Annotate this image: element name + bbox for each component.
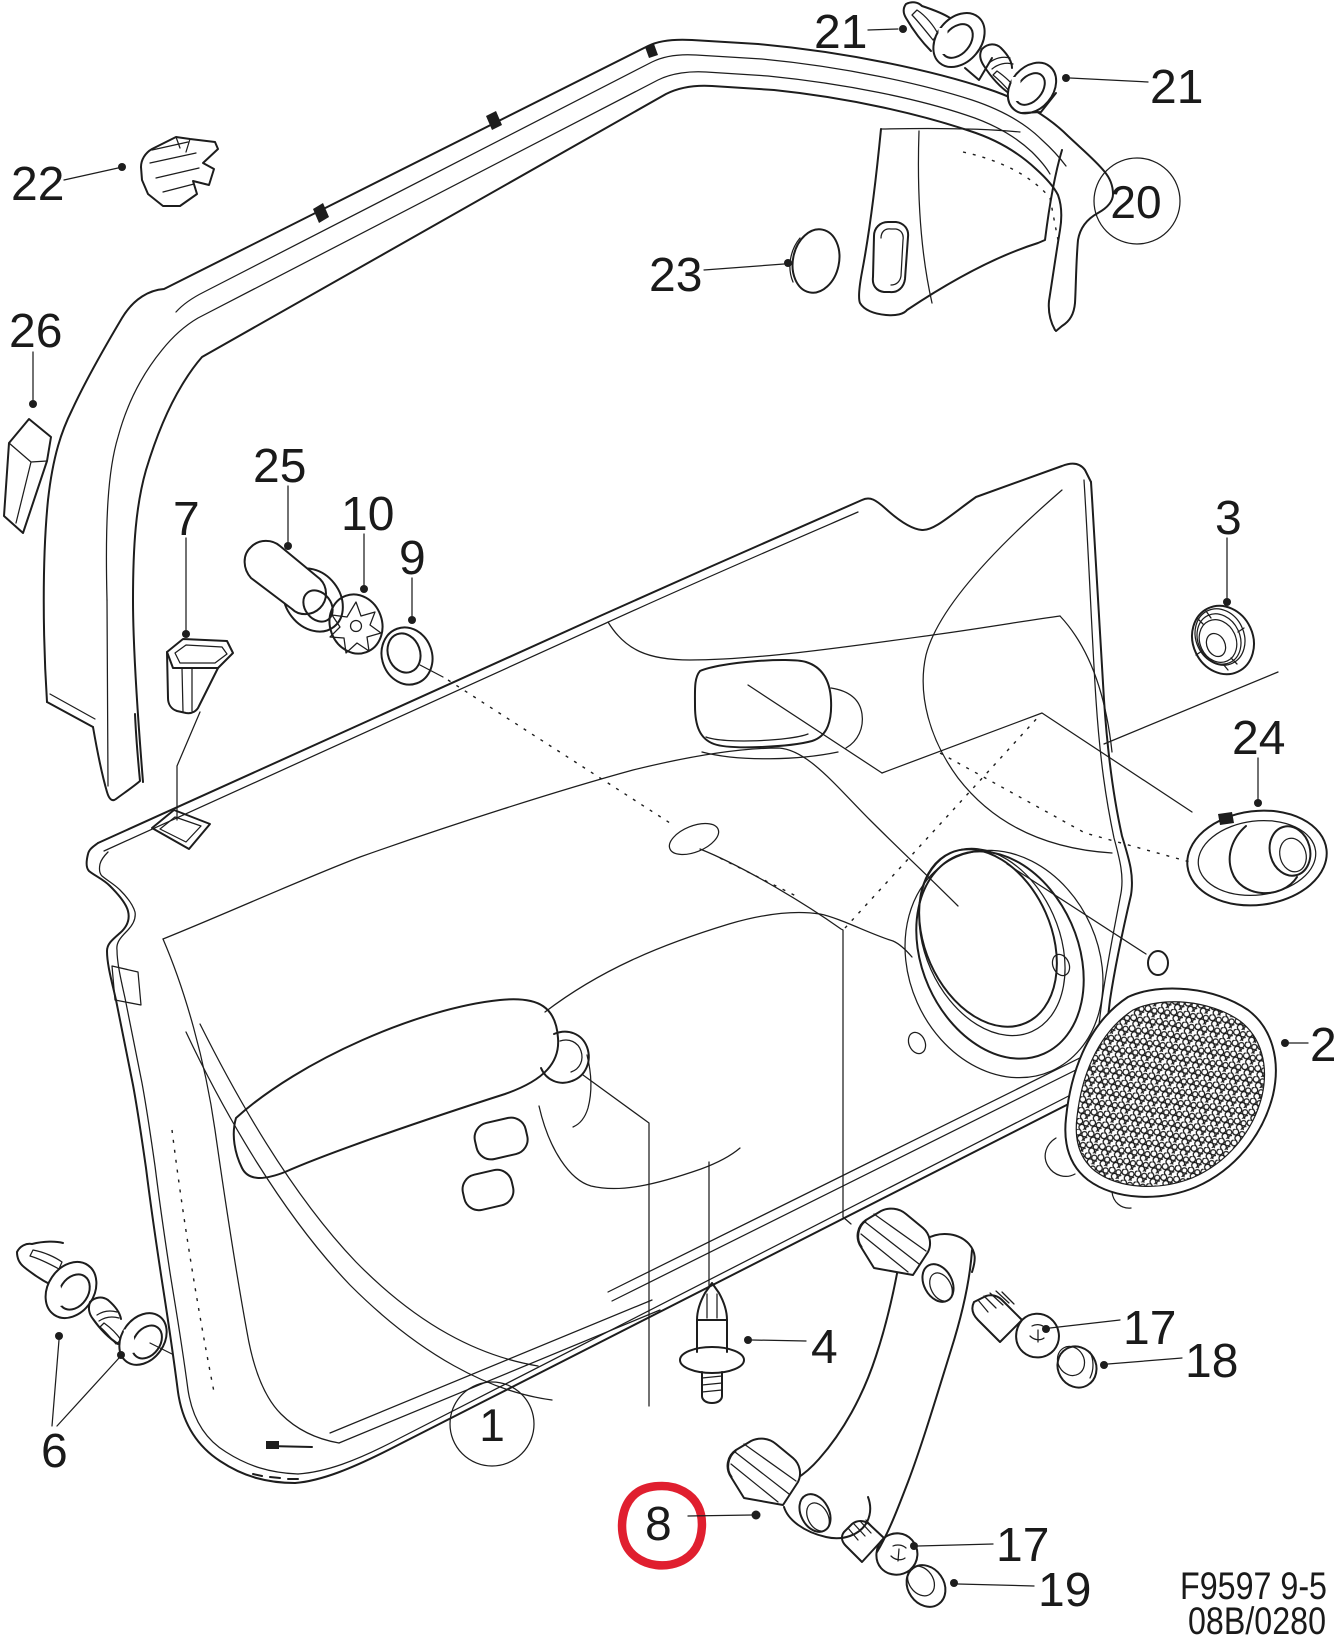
- svg-text:17: 17: [1123, 1302, 1176, 1355]
- svg-text:2: 2: [1310, 1019, 1334, 1072]
- svg-text:19: 19: [1038, 1564, 1091, 1617]
- svg-text:7: 7: [173, 493, 200, 546]
- svg-text:3: 3: [1215, 492, 1242, 545]
- svg-text:4: 4: [811, 1321, 838, 1374]
- svg-text:8: 8: [645, 1498, 672, 1551]
- svg-text:F9597 9-5: F9597 9-5: [1180, 1565, 1327, 1608]
- svg-text:9: 9: [399, 532, 426, 585]
- svg-text:1: 1: [479, 1399, 505, 1451]
- svg-text:21: 21: [814, 6, 867, 59]
- svg-text:10: 10: [341, 488, 394, 541]
- svg-text:24: 24: [1232, 712, 1285, 765]
- svg-text:22: 22: [11, 158, 64, 211]
- svg-text:23: 23: [649, 249, 702, 302]
- svg-text:25: 25: [253, 440, 306, 493]
- svg-text:18: 18: [1185, 1335, 1238, 1388]
- svg-text:17: 17: [996, 1519, 1049, 1572]
- svg-text:08B/0280: 08B/0280: [1188, 1600, 1326, 1636]
- svg-text:6: 6: [41, 1425, 68, 1478]
- svg-text:26: 26: [9, 305, 62, 358]
- svg-text:21: 21: [1150, 61, 1203, 114]
- svg-text:20: 20: [1110, 176, 1161, 228]
